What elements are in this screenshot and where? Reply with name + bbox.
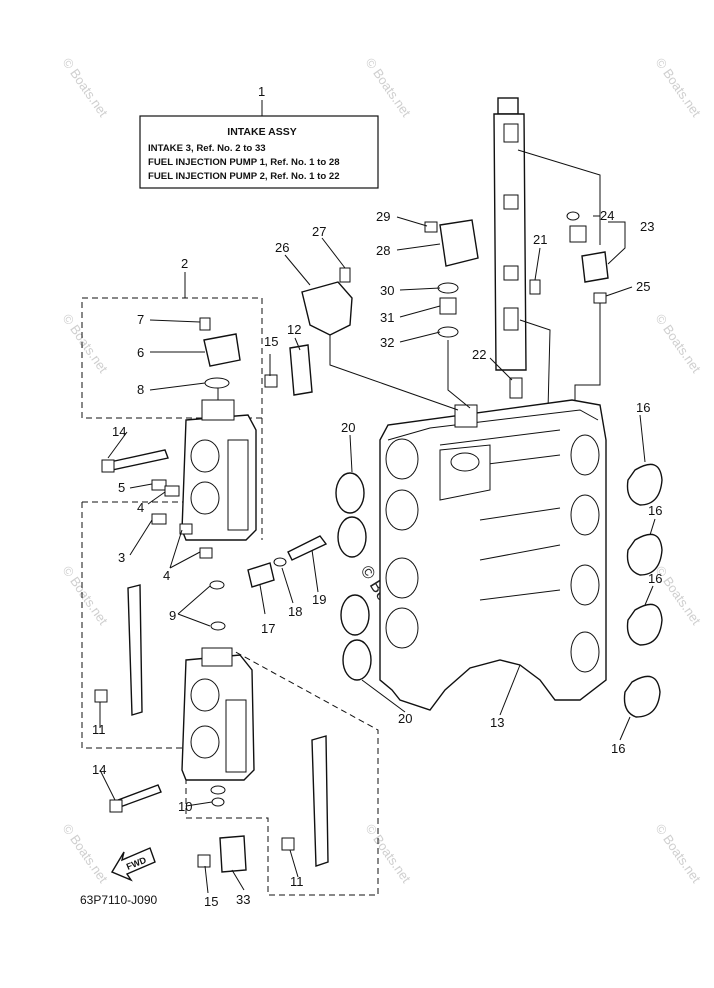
callout-21: 21 bbox=[533, 232, 547, 247]
callout-29: 29 bbox=[376, 209, 390, 224]
callout-31: 31 bbox=[380, 310, 394, 325]
watermark: © Boats.net bbox=[60, 55, 112, 120]
callout-33: 33 bbox=[236, 892, 250, 907]
plates bbox=[127, 344, 329, 873]
diagram-code: 63P7110-J090 bbox=[80, 893, 158, 907]
callout-14: 14 bbox=[112, 424, 126, 439]
callout-20: 20 bbox=[398, 711, 412, 726]
callout-12: 12 bbox=[287, 322, 301, 337]
throttle-body-upper bbox=[181, 385, 257, 541]
callout-16: 16 bbox=[611, 741, 625, 756]
intake-box-line: FUEL INJECTION PUMP 2, Ref. No. 1 to 22 bbox=[148, 171, 340, 182]
watermark: © Boats.net bbox=[60, 311, 112, 376]
callout-26: 26 bbox=[275, 240, 289, 255]
callout-24: 24 bbox=[600, 208, 614, 223]
callout-9: 9 bbox=[169, 608, 176, 623]
callout-27: 27 bbox=[312, 224, 326, 239]
watermark: © Boats.net bbox=[363, 821, 415, 886]
watermark: © Boats.net bbox=[363, 55, 415, 120]
watermark: © Boats.net bbox=[60, 821, 112, 886]
callout-15: 15 bbox=[264, 334, 278, 349]
callout-7: 7 bbox=[137, 312, 144, 327]
callout-4: 4 bbox=[137, 500, 144, 515]
callout-16: 16 bbox=[636, 400, 650, 415]
callout-5: 5 bbox=[118, 480, 125, 495]
callout-18: 18 bbox=[288, 604, 302, 619]
fwd-arrow-icon: FWD bbox=[110, 847, 156, 882]
callout-1: 1 bbox=[258, 84, 265, 99]
callout-15: 15 bbox=[204, 894, 218, 909]
callout-11: 11 bbox=[92, 722, 106, 737]
callout-30: 30 bbox=[380, 283, 394, 298]
callout-19: 19 bbox=[312, 592, 326, 607]
callout-10: 10 bbox=[178, 799, 192, 814]
fuel-rail bbox=[493, 97, 601, 411]
callout-8: 8 bbox=[137, 382, 144, 397]
callout-2: 2 bbox=[181, 256, 188, 271]
callout-6: 6 bbox=[137, 345, 144, 360]
intake-manifold bbox=[379, 399, 607, 711]
intake-box-title: INTAKE ASSY bbox=[227, 126, 296, 138]
intake-box-line: INTAKE 3, Ref. No. 2 to 33 bbox=[148, 143, 266, 154]
watermark: © Boats.net bbox=[653, 55, 705, 120]
group-outlines bbox=[81, 297, 379, 896]
callout-16: 16 bbox=[648, 571, 662, 586]
callout-16: 16 bbox=[648, 503, 662, 518]
watermark: © Boats.net bbox=[60, 563, 112, 628]
watermark: © Boats.net bbox=[653, 311, 705, 376]
callout-28: 28 bbox=[376, 243, 390, 258]
leader-lines bbox=[99, 215, 656, 894]
watermark: © Boats.net bbox=[653, 821, 705, 886]
intake-box-line: FUEL INJECTION PUMP 1, Ref. No. 1 to 28 bbox=[148, 157, 340, 168]
callout-23: 23 bbox=[640, 219, 654, 234]
callout-4: 4 bbox=[163, 568, 170, 583]
gaskets-16 bbox=[623, 463, 663, 718]
gaskets-20 bbox=[335, 472, 372, 681]
intake-assy-label-box: INTAKE ASSY INTAKE 3, Ref. No. 2 to 33 F… bbox=[139, 100, 379, 189]
callout-numbers: 1 2 7 6 8 14 5 4 3 4 9 11 14 10 15 33 11… bbox=[92, 84, 662, 909]
callout-14: 14 bbox=[92, 762, 106, 777]
throttle-body-lower bbox=[181, 647, 255, 781]
callout-20: 20 bbox=[341, 420, 355, 435]
callout-17: 17 bbox=[261, 621, 275, 636]
callout-3: 3 bbox=[118, 550, 125, 565]
callout-25: 25 bbox=[636, 279, 650, 294]
callout-32: 32 bbox=[380, 335, 394, 350]
callout-11: 11 bbox=[290, 874, 304, 889]
callout-22: 22 bbox=[472, 347, 486, 362]
callout-13: 13 bbox=[490, 715, 504, 730]
